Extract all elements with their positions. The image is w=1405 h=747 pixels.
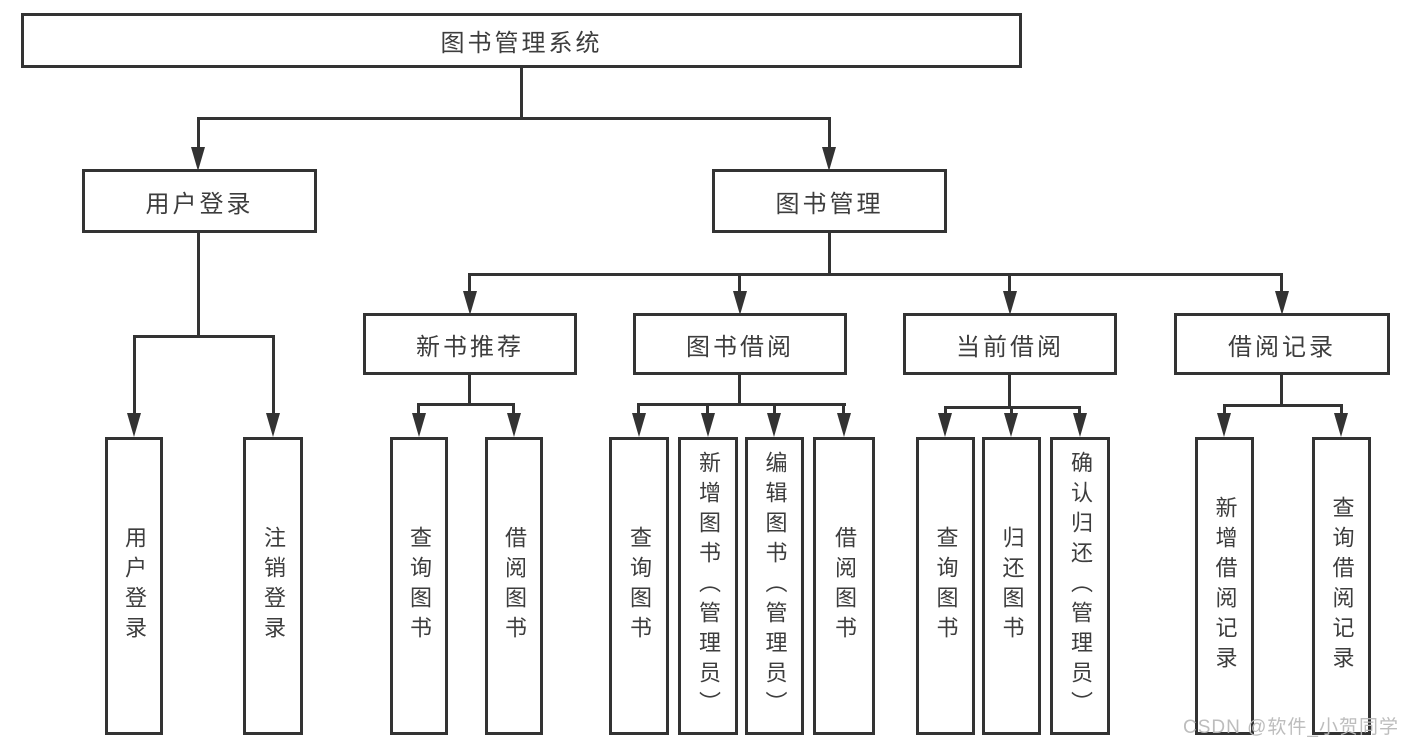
arrowhead-down <box>701 413 715 437</box>
connector-leaf-stem <box>944 406 947 415</box>
node-query-books-rec: 查询图书 <box>390 437 448 735</box>
node-add-borrow-record: 新增借阅记录 <box>1195 437 1254 735</box>
node-query-books-current: 查询图书 <box>916 437 975 735</box>
node-label: 查询图书 <box>627 526 652 646</box>
node-label: 借阅记录 <box>1228 333 1336 361</box>
arrowhead-down <box>837 413 851 437</box>
connector-book-borrow-stem <box>738 273 741 293</box>
arrowhead-down <box>767 413 781 437</box>
connector-new-book-rec-down <box>468 375 471 403</box>
node-label: 确认归还（管理员） <box>1068 451 1093 721</box>
node-user-login-leaf: 用户登录 <box>105 437 163 735</box>
connector-borrow-records-stem <box>1280 273 1283 293</box>
node-query-borrow-record: 查询借阅记录 <box>1312 437 1371 735</box>
connector-logout-stem <box>272 335 275 415</box>
node-label: 新增图书（管理员） <box>696 451 721 721</box>
connector-root-branch <box>197 117 831 120</box>
connector-current-borrow-down <box>1008 375 1011 406</box>
node-label: 注销登录 <box>261 526 286 646</box>
arrowhead-down <box>632 413 646 437</box>
arrowhead-down <box>507 413 521 437</box>
node-label: 图书管理系统 <box>440 30 603 57</box>
connector-book-mgmt-stem <box>828 117 831 149</box>
connector-leaf-stem <box>706 403 709 415</box>
node-label: 当前借阅 <box>956 333 1064 361</box>
connector-user-login-down <box>197 233 200 335</box>
arrowhead-down <box>127 413 141 437</box>
connector-new-book-rec-stem <box>468 273 471 293</box>
arrowhead-down <box>266 413 280 437</box>
node-label: 新书推荐 <box>416 333 524 361</box>
connector-leaf-stem <box>842 403 845 415</box>
node-borrow-books: 借阅图书 <box>813 437 875 735</box>
connector-new-book-rec-branch <box>417 403 515 406</box>
node-borrowing-records: 借阅记录 <box>1174 313 1390 375</box>
connector-book-mgmt-branch <box>468 273 1283 276</box>
connector-leaf-stem <box>773 403 776 415</box>
node-book-management: 图书管理 <box>712 169 947 233</box>
arrowhead-down <box>412 413 426 437</box>
connector-leaf-stem <box>1223 404 1226 415</box>
csdn-watermark: CSDN @软件_小贺同学 <box>1183 717 1399 738</box>
node-label: 查询图书 <box>933 526 959 646</box>
node-current-borrowing: 当前借阅 <box>903 313 1117 375</box>
node-label: 借阅图书 <box>502 526 527 646</box>
node-label: 编辑图书（管理员） <box>762 451 788 721</box>
node-query-books-borrow: 查询图书 <box>609 437 669 735</box>
arrowhead-down <box>1217 413 1231 437</box>
connector-leaf-stem <box>637 403 640 415</box>
node-logout: 注销登录 <box>243 437 303 735</box>
node-return-books: 归还图书 <box>982 437 1041 735</box>
connector-leaf-stem <box>417 403 420 415</box>
connector-current-borrow-stem <box>1008 273 1011 293</box>
connector-leaf-stem <box>512 403 515 415</box>
node-label: 归还图书 <box>999 526 1025 646</box>
node-label: 图书管理 <box>775 190 884 218</box>
connector-root-stem <box>520 68 523 117</box>
node-add-books-admin: 新增图书（管理员） <box>678 437 738 735</box>
node-label: 查询借阅记录 <box>1329 496 1355 676</box>
connector-leaf-stem <box>1010 406 1013 415</box>
connector-book-borrow-down <box>738 375 741 403</box>
node-label: 查询图书 <box>407 526 432 646</box>
node-new-book-recommend: 新书推荐 <box>363 313 577 375</box>
connector-book-borrow-branch <box>637 403 846 406</box>
node-user-login: 用户登录 <box>82 169 317 233</box>
connector-user-login-branch <box>133 335 275 338</box>
arrowhead-down <box>191 147 205 171</box>
arrowhead-down <box>1003 291 1017 315</box>
arrowhead-down <box>938 413 952 437</box>
node-label: 借阅图书 <box>832 526 857 646</box>
connector-book-mgmt-down <box>828 233 831 273</box>
connector-login-stem <box>133 335 136 415</box>
arrowhead-down <box>1334 413 1348 437</box>
node-label: 用户登录 <box>122 526 147 646</box>
connector-leaf-stem <box>1078 406 1081 415</box>
node-label: 图书借阅 <box>686 333 794 361</box>
node-label: 用户登录 <box>145 190 254 218</box>
connector-leaf-stem <box>1340 404 1343 415</box>
connector-borrow-records-down <box>1280 375 1283 404</box>
node-confirm-return-admin: 确认归还（管理员） <box>1050 437 1110 735</box>
arrowhead-down <box>733 291 747 315</box>
node-edit-books-admin: 编辑图书（管理员） <box>745 437 804 735</box>
arrowhead-down <box>1004 413 1018 437</box>
arrowhead-down <box>1275 291 1289 315</box>
arrowhead-down <box>822 147 836 171</box>
arrowhead-down <box>1073 413 1087 437</box>
node-label: 新增借阅记录 <box>1212 496 1238 676</box>
connector-user-login-stem <box>197 117 200 149</box>
node-book-borrowing: 图书借阅 <box>633 313 847 375</box>
connector-borrow-records-branch <box>1223 404 1343 407</box>
node-library-management-system: 图书管理系统 <box>21 13 1022 68</box>
node-borrow-books-rec: 借阅图书 <box>485 437 543 735</box>
arrowhead-down <box>463 291 477 315</box>
